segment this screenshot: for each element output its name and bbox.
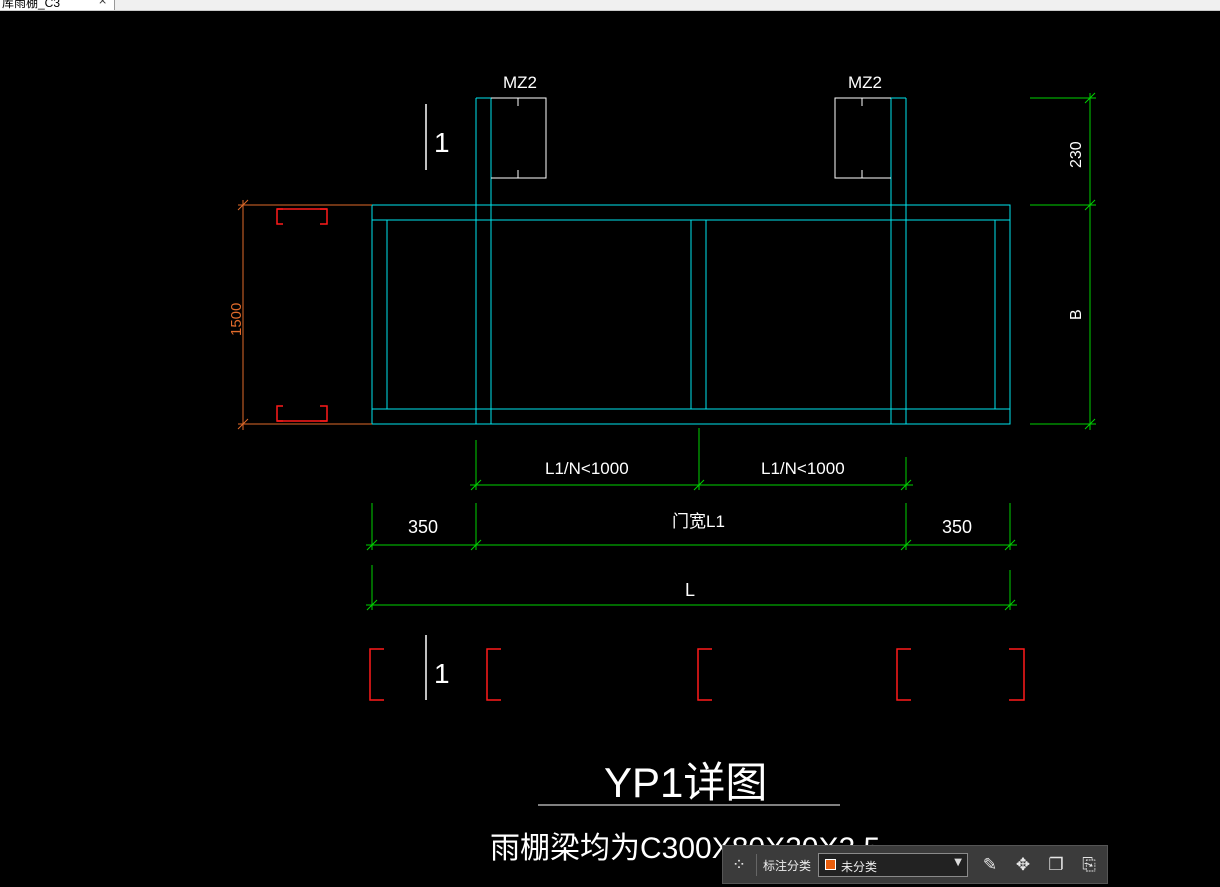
dimension-350-right-text: 350 <box>942 517 972 537</box>
category-color-swatch <box>825 859 836 870</box>
cad-drawing[interactable]: MZ2 MZ2 1 1 1500 230 B <box>0 10 1220 887</box>
dimension-l-text: L <box>685 580 695 600</box>
grid-icon[interactable]: ⁘ <box>731 855 747 875</box>
drawing-title: YP1详图 <box>604 759 767 806</box>
mz2-label-left: MZ2 <box>503 73 537 92</box>
dimension-350-left-text: 350 <box>408 517 438 537</box>
close-icon[interactable]: × <box>98 0 108 7</box>
annotation-category-label: 标注分类 <box>763 859 812 873</box>
mz2-label-right: MZ2 <box>848 73 882 92</box>
toolbar-divider <box>756 854 757 876</box>
section-number-bottom: 1 <box>434 658 450 689</box>
annotation-category-value: 未分类 <box>841 860 878 874</box>
section-number-top: 1 <box>434 127 450 158</box>
paste-icon[interactable]: ⎘ <box>1082 855 1096 875</box>
tab-title: 库雨棚_C3 <box>2 0 61 10</box>
annotation-toolbar: ⁘ 标注分类 未分类 ▼ ✎ ✥ ❐ ⎘ <box>722 845 1108 884</box>
annotation-category-select[interactable]: 未分类 ▼ <box>818 853 968 877</box>
document-tab[interactable]: 库雨棚_C3 × <box>0 0 115 10</box>
dimension-1500 <box>237 199 372 430</box>
dimension-right <box>1030 92 1096 430</box>
chevron-down-icon: ▼ <box>954 857 962 868</box>
frame-outline <box>371 97 1011 425</box>
dimension-230-text: 230 <box>1068 141 1085 168</box>
dimension-door-width-text: 门宽L1 <box>672 512 725 531</box>
mz2-plates <box>491 97 891 179</box>
dimension-1500-text: 1500 <box>228 303 245 336</box>
dimension-bottom <box>366 428 1017 611</box>
dimension-l1n-right-text: L1/N<1000 <box>761 459 845 478</box>
dimension-b-text: B <box>1068 309 1085 320</box>
move-icon[interactable]: ✥ <box>1015 855 1031 875</box>
dimension-l1n-left-text: L1/N<1000 <box>545 459 629 478</box>
c-profiles <box>276 208 1025 701</box>
top-tab-bar: 库雨棚_C3 × <box>0 0 1220 11</box>
copy-icon[interactable]: ❐ <box>1048 855 1064 875</box>
edit-icon[interactable]: ✎ <box>982 855 998 875</box>
